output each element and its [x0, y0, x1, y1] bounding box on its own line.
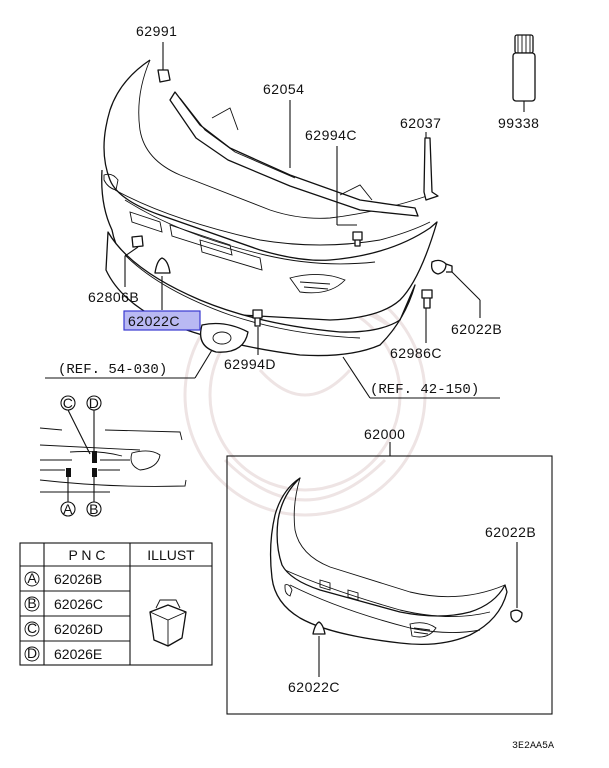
marker-d: D [86, 395, 102, 411]
svg-text:62026B: 62026B [54, 571, 102, 587]
ref-42-150: (REF. 42-150) [370, 382, 479, 398]
callout-62022C-inset: 62022C [288, 679, 340, 695]
table-row: C 62026D [24, 620, 103, 637]
svg-text:62026E: 62026E [54, 646, 102, 662]
callout-62806B: 62806B [88, 289, 139, 305]
pnc-table: P N C ILLUST A 62026B B 62026C C 62026D … [19, 542, 213, 666]
grommet-62022B [430, 259, 453, 275]
table-header-pnc: P N C [68, 547, 105, 563]
marker-c: C [60, 395, 76, 411]
callout-62986C: 62986C [390, 345, 442, 361]
svg-text:B: B [89, 501, 99, 517]
fog-lamp-cover [199, 322, 249, 353]
svg-text:B: B [27, 595, 36, 611]
table-header-illust: ILLUST [147, 547, 195, 563]
table-row: B 62026C [24, 595, 103, 612]
touch-up-paint-99338 [512, 34, 536, 102]
bumper-reinforcement-62054 [169, 91, 419, 217]
svg-text:D: D [27, 645, 37, 661]
screw-62994D [252, 309, 263, 327]
callout-62037: 62037 [400, 115, 441, 131]
callout-62022C: 62022C [128, 313, 180, 329]
screw-62994C [352, 231, 363, 247]
marker-b: B [86, 501, 102, 517]
callout-99338: 99338 [498, 115, 539, 131]
svg-text:62026D: 62026D [54, 621, 103, 637]
svg-text:62026C: 62026C [54, 596, 103, 612]
callout-62054: 62054 [263, 81, 304, 97]
svg-text:D: D [89, 395, 100, 411]
callout-62994D: 62994D [224, 356, 276, 372]
svg-text:A: A [27, 570, 37, 586]
clip-location-detail: C D A B [39, 395, 187, 517]
table-row: A 62026B [24, 570, 102, 587]
svg-text:C: C [27, 620, 37, 636]
callout-62022B-inset: 62022B [485, 524, 536, 540]
ref-54-030: (REF. 54-030) [58, 362, 167, 378]
seal-62037 [423, 137, 439, 201]
callout-62022B: 62022B [451, 321, 502, 337]
main-exploded-view [101, 34, 536, 357]
assembly-inset: 62000 62022B 62022C [226, 426, 553, 715]
callout-62994C: 62994C [305, 127, 357, 143]
inset-clip-62022C [312, 621, 326, 635]
diagram-code: 3E2AA5A [512, 741, 554, 752]
screw-62986C [421, 289, 433, 309]
marker-a: A [60, 501, 76, 517]
clip-illustration [149, 599, 187, 647]
bracket-62806B [131, 235, 144, 248]
clip-62022C [154, 257, 171, 274]
callout-labels: 62991 62054 99338 62037 62994C 62806B 62… [58, 23, 539, 398]
inset-grommet-62022B [510, 609, 523, 623]
callout-62022C-highlight-box [123, 310, 201, 331]
clip-62991 [157, 69, 171, 83]
callout-62000: 62000 [364, 426, 405, 442]
svg-text:C: C [63, 395, 74, 411]
bumper-assembly [269, 477, 508, 645]
leader-lines [45, 42, 525, 399]
callout-62991: 62991 [136, 23, 177, 39]
svg-text:A: A [63, 501, 73, 517]
table-row: D 62026E [24, 645, 102, 662]
